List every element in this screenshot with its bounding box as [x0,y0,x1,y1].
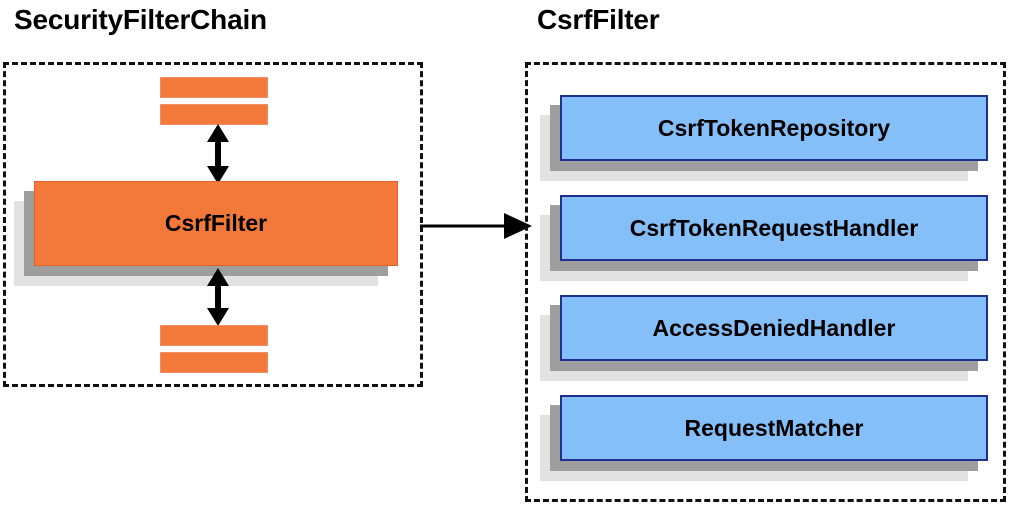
component-card-label: CsrfTokenRepository [560,95,988,161]
page-title-csrf-filter: CsrfFilter [537,4,660,35]
bidirectional-arrow-icon-top [203,124,233,184]
filter-stub-bar-top-1 [160,77,268,98]
page-title-security-filter-chain: SecurityFilterChain [14,4,267,35]
csrf-filter-collaborators-container [525,62,1006,502]
component-card-label: RequestMatcher [560,395,988,461]
filter-stub-bar-bottom-1 [160,325,268,346]
component-card-request-matcher[interactable]: RequestMatcher [540,395,988,481]
component-card-csrf-token-request-handler[interactable]: CsrfTokenRequestHandler [540,195,988,281]
component-card-label: AccessDeniedHandler [560,295,988,361]
bidirectional-arrow-icon-bottom [203,268,233,326]
filter-stub-bar-bottom-2 [160,352,268,373]
filter-stub-bar-top-2 [160,104,268,125]
csrf-filter-card-label: CsrfFilter [34,181,398,266]
component-card-access-denied-handler[interactable]: AccessDeniedHandler [540,295,988,381]
right-arrow-icon-connector [420,213,532,239]
component-card-label: CsrfTokenRequestHandler [560,195,988,261]
component-card-csrf-token-repository[interactable]: CsrfTokenRepository [540,95,988,181]
csrf-filter-card[interactable]: CsrfFilter [14,181,398,286]
